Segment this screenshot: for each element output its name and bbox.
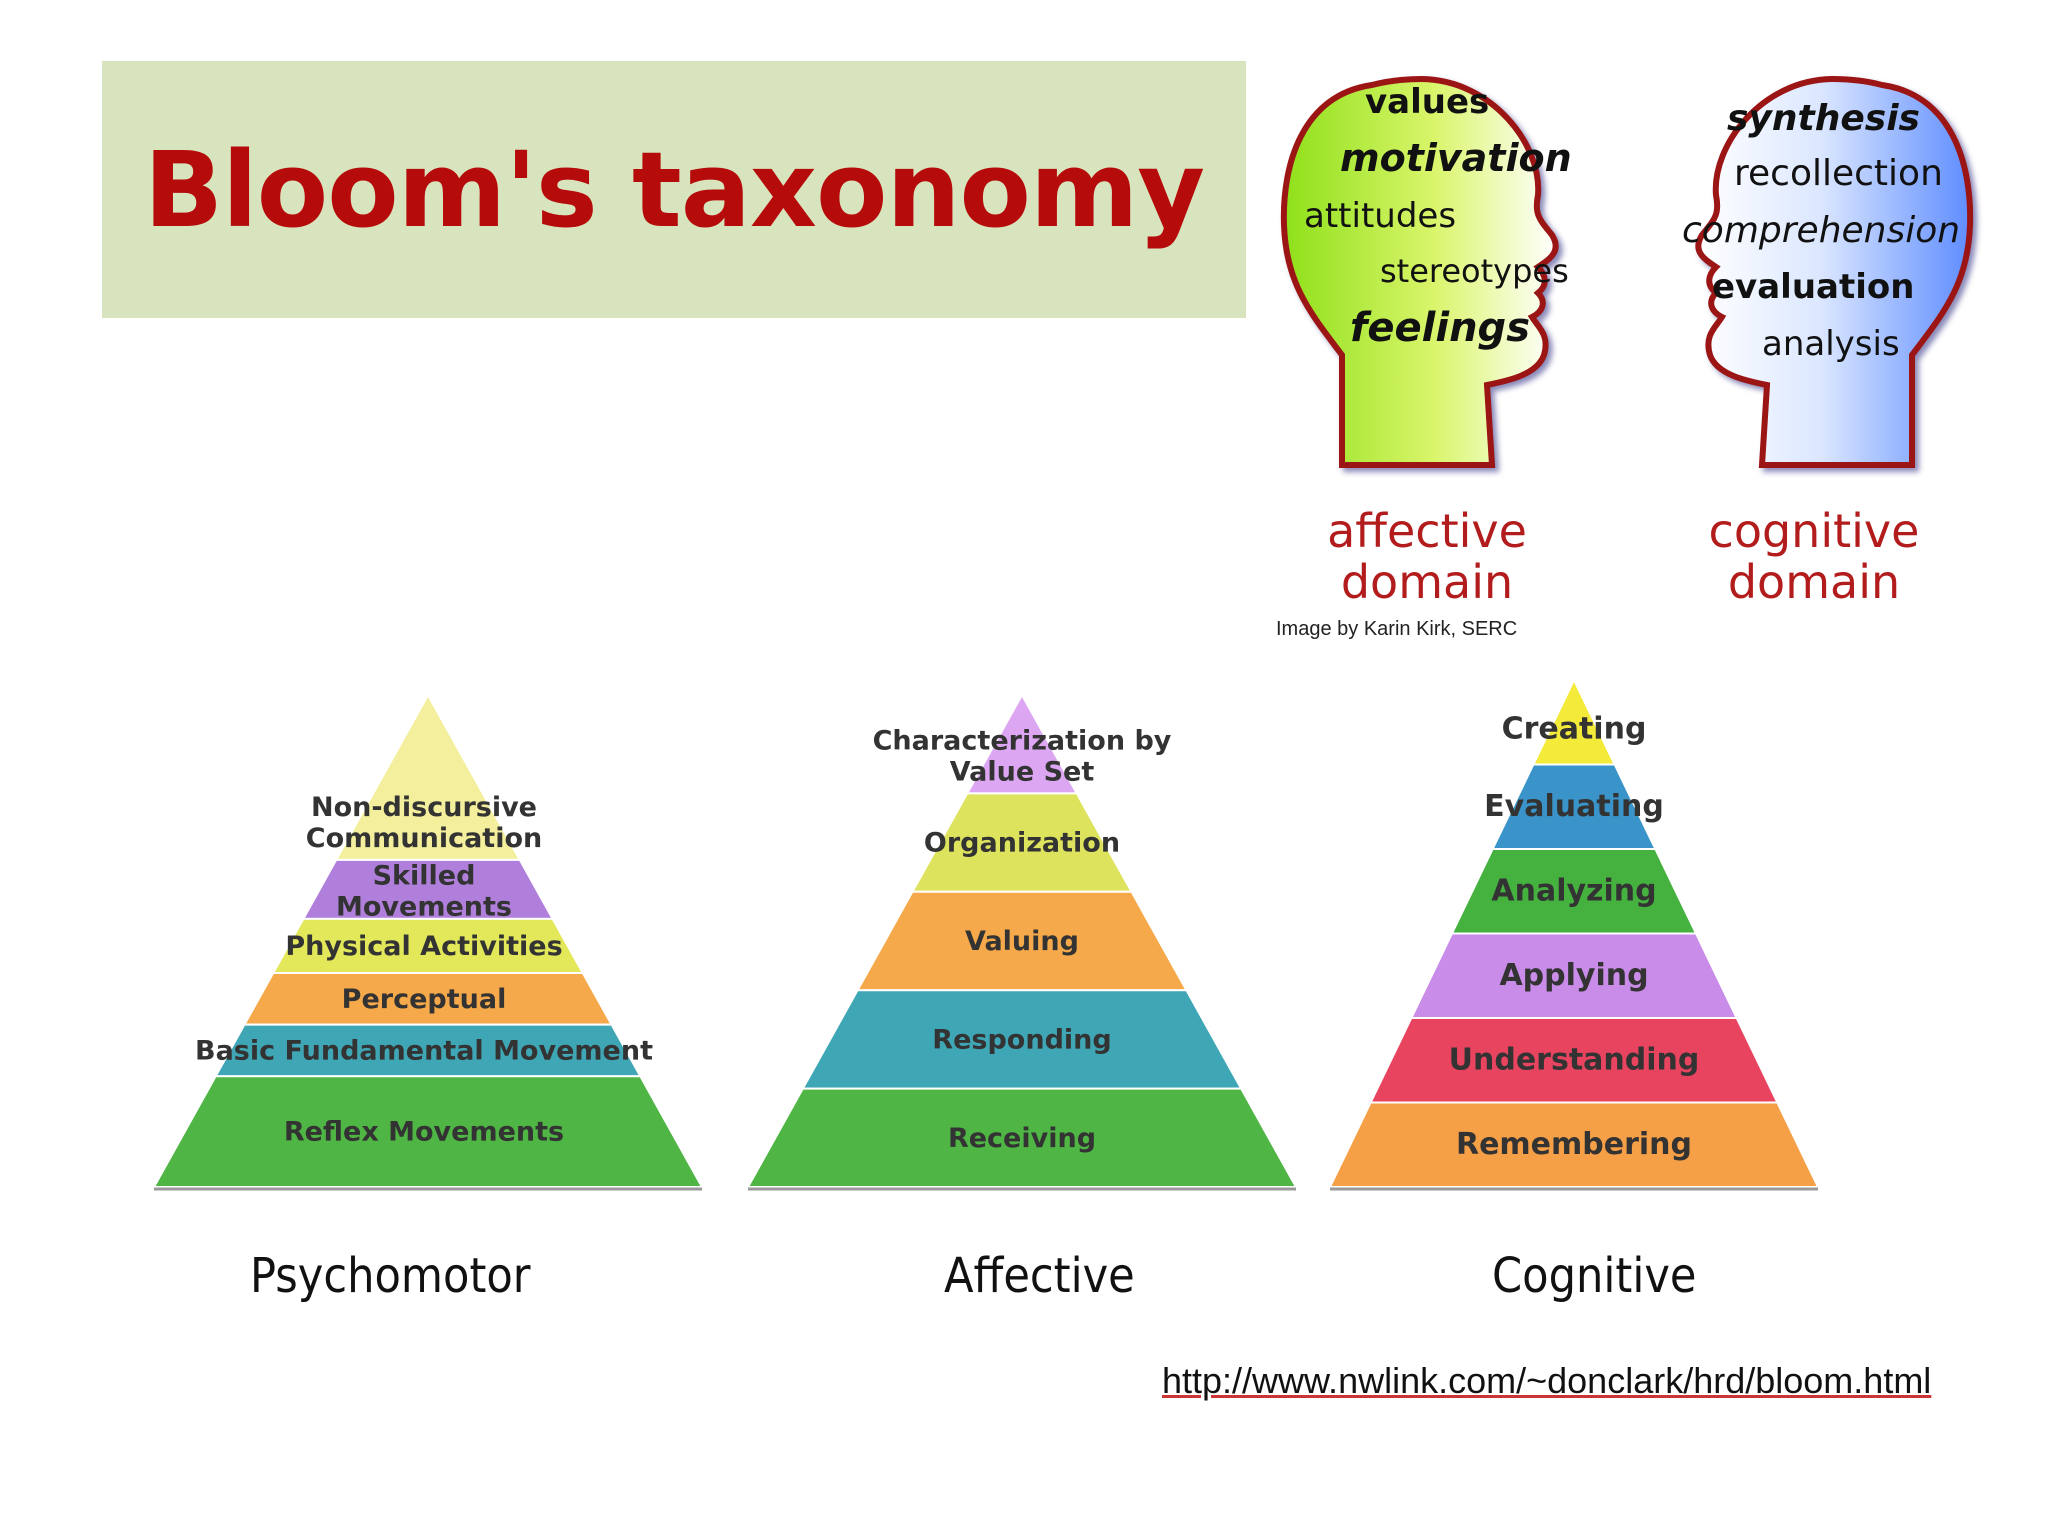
pyramid-level-label: Remembering bbox=[1456, 1127, 1692, 1162]
affective-word: feelings bbox=[1350, 305, 1530, 351]
cognitive-word: synthesis bbox=[1727, 98, 1920, 139]
domain-heads-illustration: values motivation attitudes stereotypes … bbox=[1280, 75, 1974, 609]
cognitive-head-shape bbox=[1695, 75, 1974, 468]
pyramid-level-label: Reflex Movements bbox=[284, 1117, 564, 1148]
pyramid-level-label: Understanding bbox=[1449, 1042, 1700, 1077]
pyramid-level-label: Applying bbox=[1499, 958, 1648, 993]
pyramid-caption-affective: Affective bbox=[944, 1248, 1135, 1304]
affective-head-shape bbox=[1280, 75, 1559, 468]
pyramid-level-label: Value Set bbox=[950, 756, 1095, 787]
page-title: Bloom's taxonomy bbox=[143, 128, 1205, 251]
pyramid-level-label: Receiving bbox=[948, 1123, 1096, 1154]
source-url-text[interactable]: http://www.nwlink.com/~donclark/hrd/bloo… bbox=[1162, 1360, 1932, 1401]
affective-word: values bbox=[1365, 82, 1489, 122]
source-url[interactable]: http://www.nwlink.com/~donclark/hrd/bloo… bbox=[1162, 1360, 1931, 1402]
pyramid-level-label: Organization bbox=[924, 828, 1120, 859]
affective-label: affective bbox=[1327, 504, 1527, 558]
pyramid-level-label: Communication bbox=[306, 823, 543, 854]
pyramid-level-label: Characterization by bbox=[873, 725, 1172, 756]
image-credit: Image by Karin Kirk, SERC bbox=[1276, 618, 1518, 640]
pyramid-level-label: Analyzing bbox=[1491, 873, 1656, 908]
affective-label: domain bbox=[1341, 555, 1513, 609]
title-banner: Bloom's taxonomy bbox=[102, 61, 1246, 318]
cognitive-word: comprehension bbox=[1682, 210, 1960, 251]
pyramid-level-label: Skilled bbox=[373, 860, 476, 891]
cognitive-label: domain bbox=[1728, 555, 1900, 609]
taxonomy-pyramids: Non-discursiveCommunicationSkilledMoveme… bbox=[152, 677, 1820, 1191]
pyramid-level-label: Evaluating bbox=[1484, 789, 1664, 824]
cognitive-word: recollection bbox=[1734, 153, 1943, 194]
pyramid-level-label: Movements bbox=[336, 891, 512, 922]
pyramid-level-label: Valuing bbox=[965, 926, 1079, 957]
affective-word: stereotypes bbox=[1380, 252, 1569, 290]
pyramid-level-label: Perceptual bbox=[342, 984, 507, 1015]
pyramid-level-band bbox=[746, 1087, 1298, 1188]
pyramid-level-label: Basic Fundamental Movement bbox=[195, 1035, 653, 1066]
affective-word: attitudes bbox=[1304, 196, 1456, 236]
pyramid-level-label: Creating bbox=[1502, 712, 1647, 747]
pyramid-level-band bbox=[152, 1075, 704, 1188]
pyramid-level-label: Non-discursive bbox=[311, 792, 537, 823]
pyramid-caption-psychomotor: Psychomotor bbox=[250, 1248, 531, 1304]
pyramid-level-band bbox=[1328, 1101, 1820, 1188]
cognitive-word: evaluation bbox=[1712, 267, 1914, 307]
pyramid-level-label: Responding bbox=[932, 1024, 1111, 1055]
pyramid-caption-cognitive: Cognitive bbox=[1492, 1248, 1697, 1304]
cognitive-label: cognitive bbox=[1709, 504, 1920, 558]
affective-word: motivation bbox=[1340, 136, 1572, 180]
cognitive-word: analysis bbox=[1762, 324, 1900, 364]
pyramid-level-label: Physical Activities bbox=[285, 931, 562, 962]
